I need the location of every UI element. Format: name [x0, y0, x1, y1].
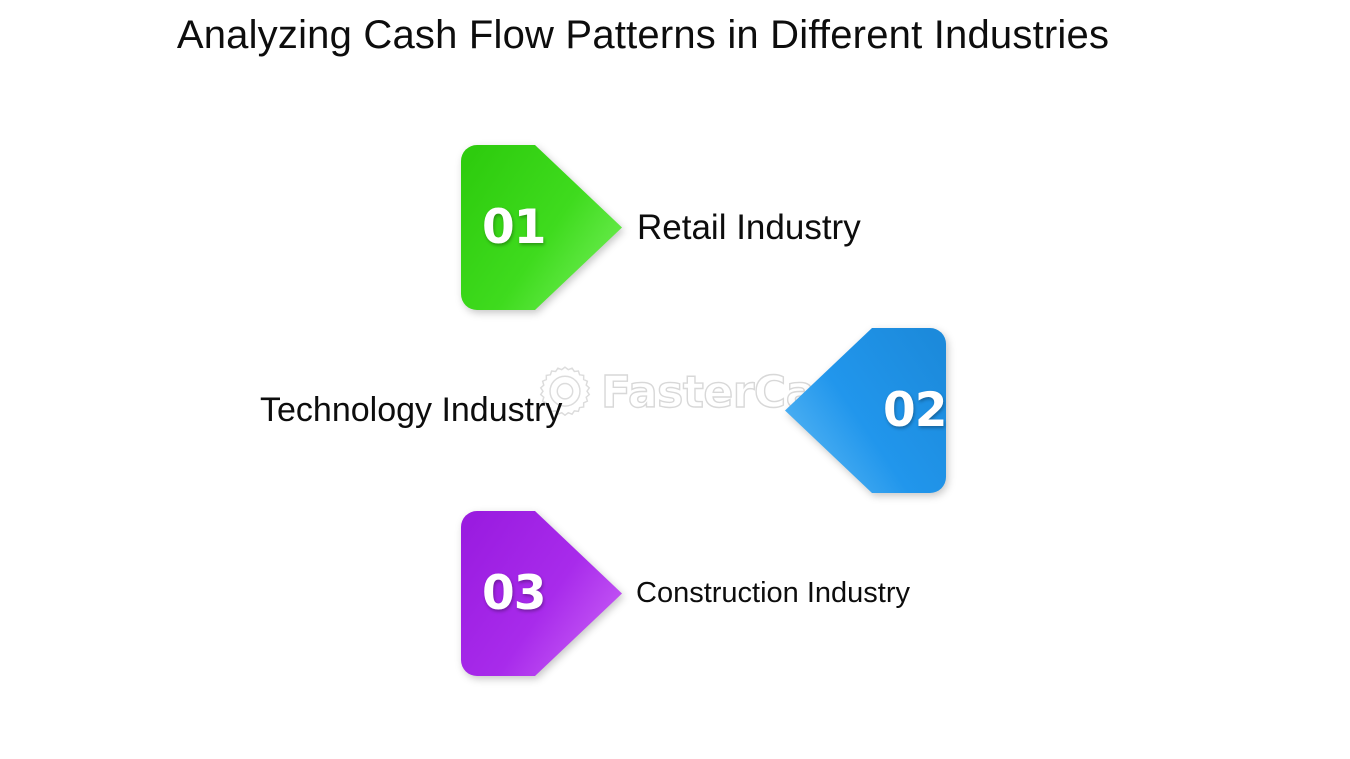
arrow-shape-01: 01	[461, 145, 622, 310]
item-number-01: 01	[482, 200, 546, 255]
page-title: Analyzing Cash Flow Patterns in Differen…	[176, 13, 1110, 57]
list-item-construction: 03 Construction Industry	[461, 511, 910, 676]
item-label-construction: Construction Industry	[636, 577, 911, 609]
arrow-shape-03: 03	[461, 511, 622, 676]
item-label-retail: Retail Industry	[637, 207, 861, 247]
list-item-technology: Technology Industry 02	[260, 328, 947, 493]
item-label-technology: Technology Industry	[260, 391, 563, 429]
arrow-shape-02: 02	[785, 328, 947, 493]
list-item-retail: 01 Retail Industry	[461, 145, 861, 310]
item-number-03: 03	[482, 566, 546, 621]
item-number-02: 02	[883, 383, 947, 438]
